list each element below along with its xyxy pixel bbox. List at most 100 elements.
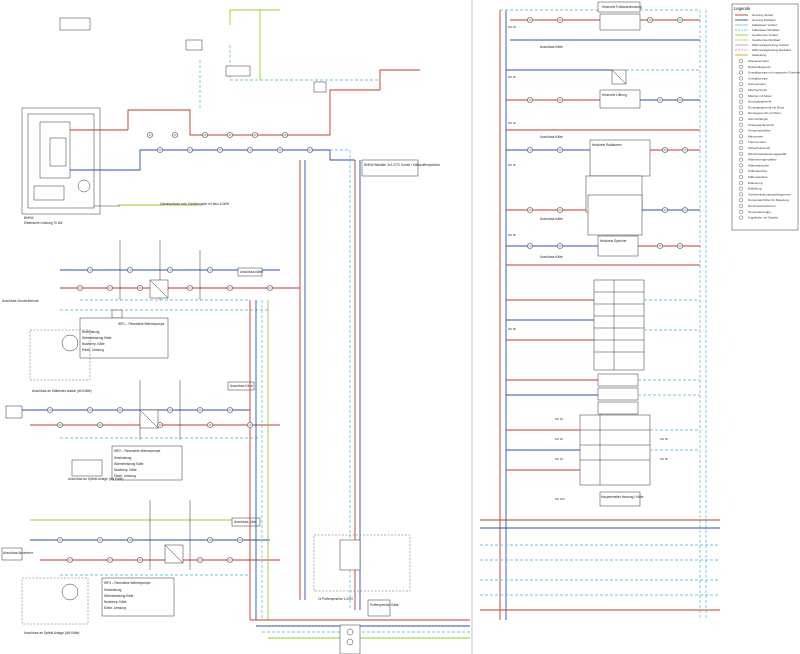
legend-line-4-label: Kaltwasser Rücklauf: [752, 28, 779, 32]
valve-icon: [172, 133, 178, 137]
legend-symbol-label: Kältemaschine: [748, 175, 768, 179]
gas-connection-label: Gasanschluss vom Gasübergabe in Haus LUW…: [160, 202, 230, 206]
legend-symbol-label: Thermometer: [748, 140, 766, 144]
valve-icon: [157, 148, 163, 152]
bhkw-unit: BHKW Elektrische Leistung 70 kW: [21, 107, 128, 225]
valve-icon: [647, 18, 653, 22]
valve-icon: [207, 423, 213, 427]
valve-icon: [97, 538, 103, 542]
hp-block-1-title: WP1 – Reversible Wärmepumpe: [118, 322, 165, 326]
valve-icon: [227, 133, 233, 137]
legend-symbol-label: Sicherheitstemperaturbegrenzer: [748, 192, 791, 196]
valve-icon: [147, 133, 153, 137]
legend-symbol-label: Dreiwegeventil mit Motor: [748, 111, 781, 115]
valve-icon: [277, 148, 283, 152]
legend-symbol-label: Membranausdehnungsgefäß: [748, 152, 787, 156]
anschluss-bottom: Anschluss an Opfeld Anlage (AN Kälte): [24, 631, 79, 635]
legend-symbol-label: Durchgangsventil: [748, 100, 772, 104]
legend-symbol-label: Druckmessumformer: [748, 204, 776, 208]
valve-icon: [167, 268, 173, 272]
section-sonderthermal: Anschluss Sonderthermal Anschluss an Käl…: [2, 240, 300, 393]
hp-block-1-line-2: Wärmeleistung Kälte: [82, 336, 112, 340]
hp-block-2-line-4: Elektr. Leistung: [114, 474, 136, 478]
valve-icon: [87, 408, 93, 412]
legend-symbol-label: Absperrarmatur: [748, 59, 769, 63]
top-valve-box: [185, 39, 203, 51]
right-group-4-sub: Anschluss Kälte: [540, 255, 563, 259]
anschluss-kaelte-1: Anschluss Kälte: [240, 270, 263, 274]
legend-symbol-label: Wärmemengenzähler: [748, 158, 777, 162]
hp-block-1-line-3: Nutztemp. Kälte: [82, 342, 105, 346]
hp-block-3-line-3: Nutztemp. Kälte: [104, 600, 127, 604]
legend-symbol-label: Manometer: [748, 134, 763, 138]
valve-icon: [127, 538, 133, 542]
valve-icon: [167, 408, 173, 412]
dn-label-4: DN 50: [508, 163, 516, 167]
valve-icon: [247, 148, 253, 152]
dn-label-3: DN 32: [508, 121, 516, 125]
valve-icon: [197, 558, 203, 562]
right-distribution: Heizkreis Fußbodenheizung Anschluss Kält…: [480, 1, 720, 620]
legend-line-2-label: Heizung Rücklauf: [752, 18, 776, 22]
valve-icon: [657, 244, 663, 248]
right-group-1-sub: Anschluss Kälte: [540, 45, 563, 49]
top-label-box: [59, 17, 91, 31]
legend-symbol-icon: [739, 99, 744, 104]
legend-line-6-label: Geothermie Rücklauf: [752, 38, 780, 42]
valve-icon: [217, 148, 223, 152]
legend-symbol-label: Pufferspeicher: [748, 169, 767, 173]
right-group-3-sub: Anschluss Kälte: [540, 217, 563, 221]
legend-symbol-icon: [739, 169, 744, 174]
legend-line-5-label: Geothermie Vorlauf: [752, 33, 778, 37]
legend-symbol-label: Temperaturfühler für Regelung: [748, 198, 789, 202]
legend-symbol-label: Temperaturfühler: [748, 129, 771, 133]
bhkw-label: BHKW: [24, 216, 34, 220]
legend-symbol-icon: [739, 70, 744, 75]
legend-symbol-label: Schmutzfänger: [748, 117, 768, 121]
legend-line-1-label: Heizung Vorlauf: [752, 13, 773, 17]
hp-block-1-line-1: Heizleistung: [82, 330, 100, 334]
valve-icon: [557, 98, 563, 102]
dn-label-5: DN 65: [508, 233, 516, 237]
dn-labels: DN 25 DN 40 DN 32 DN 50 DN 65 DN 80 DN 2…: [508, 25, 668, 501]
valve-icon: [682, 148, 688, 152]
valve-icon: [247, 423, 253, 427]
legend-symbol-icon: [739, 145, 744, 150]
hp-block-3-line-4: Elektr. Leistung: [104, 606, 126, 610]
valve-icon: [127, 268, 133, 272]
legend-symbol-icon: [739, 128, 744, 133]
valve-icon: [252, 133, 258, 137]
valve-icon: [677, 98, 683, 102]
anschluss-opfkalt: Anschluss an Opfeld Anlage (AN Kälte): [68, 477, 123, 481]
dn-label-9: DN 40: [555, 457, 563, 461]
legend-symbol-icon: [739, 174, 744, 179]
legend-line-8-label: Wärmeträgerleitung Rücklauf: [752, 48, 791, 52]
main-header-pipes: [127, 9, 420, 610]
right-group-2-title: Heizkreis Lüftung: [602, 93, 627, 97]
valve-icon: [527, 18, 533, 22]
dn-label-8: DN 32: [555, 437, 563, 441]
legend-symbol-icon: [739, 87, 744, 92]
hp-block-1-line-4: Elektr. Leistung: [82, 348, 104, 352]
hp-block-2-line-1: Heizleistung: [114, 456, 132, 460]
legend-symbol-icon: [739, 116, 744, 121]
right-group-1-title: Heizkreis Fußbodenheizung: [602, 5, 642, 9]
dn-label-2: DN 40: [508, 75, 516, 79]
right-group-3-title: Heizkreis Radiatoren: [592, 143, 622, 147]
dn-label-11: DN 50: [660, 457, 668, 461]
valve-icon: [267, 286, 273, 290]
legend-symbol-label: Umwälzpumpe: [748, 76, 768, 80]
pufferspeicher-label: Pufferspeicher Kälte: [370, 603, 399, 607]
valve-icon: [137, 558, 143, 562]
valve-icon: [527, 148, 533, 152]
valve-icon: [657, 98, 663, 102]
valve-icon: [197, 408, 203, 412]
legend-symbol-icon: [739, 180, 744, 185]
legend-symbol-label: Wärmetauscher: [748, 163, 769, 167]
hp-block-2-line-2: Wärmeleistung Kälte: [114, 462, 144, 466]
dn-label-10: DN 65: [660, 437, 668, 441]
legend-symbol-icon: [739, 64, 744, 69]
valve-icon: [557, 244, 563, 248]
legend-line-9-label: Gasleitung: [752, 53, 767, 57]
